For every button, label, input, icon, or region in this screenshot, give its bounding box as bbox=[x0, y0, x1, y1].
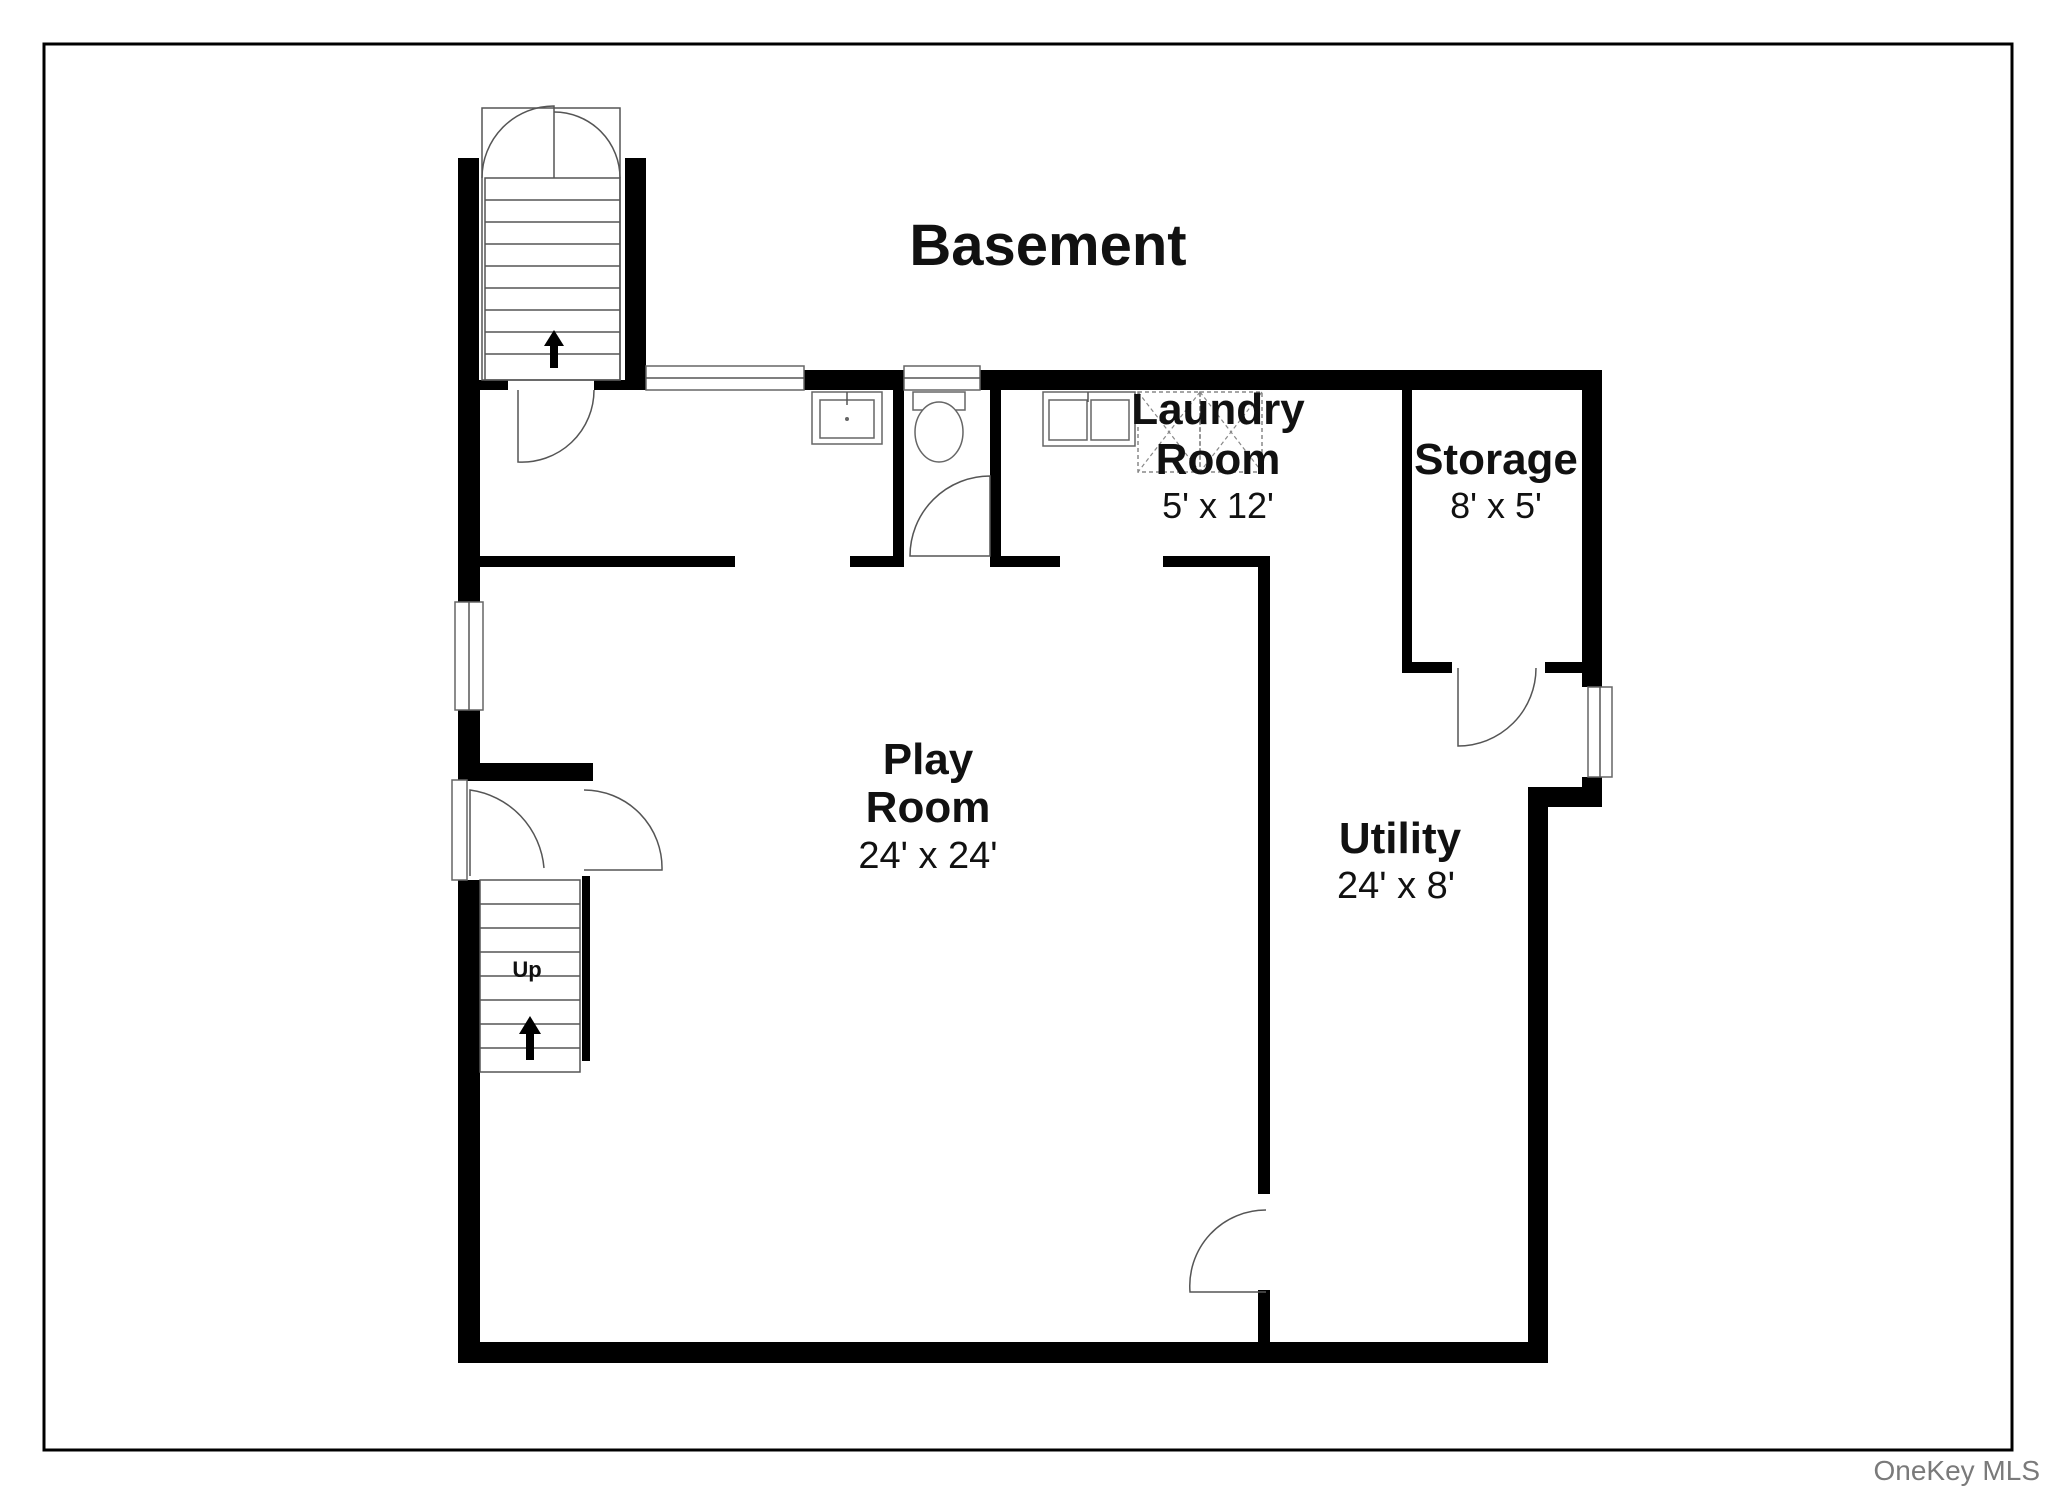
sink-icon bbox=[811, 391, 883, 445]
play-room-name-1: Play bbox=[883, 735, 974, 784]
arrow-up-icon bbox=[519, 1016, 541, 1060]
utility-dimensions: 24' x 8' bbox=[1337, 865, 1455, 907]
exterior-stairs bbox=[481, 105, 621, 381]
toilet-icon bbox=[912, 391, 966, 463]
washer-dryer-icon bbox=[1137, 391, 1263, 473]
storage-dimensions: 8' x 5' bbox=[1450, 485, 1542, 526]
interior-stairs: Up bbox=[479, 879, 581, 1073]
room-label-play-room: Play Room 24' x 24' bbox=[858, 735, 997, 877]
window-right bbox=[1587, 686, 1613, 778]
laundry-dimensions: 5' x 12' bbox=[1162, 485, 1274, 526]
laundry-name-1: Laundry bbox=[1131, 385, 1305, 434]
floor-title: Basement bbox=[909, 213, 1186, 278]
play-room-name-2: Room bbox=[866, 783, 991, 832]
room-label-laundry: Laundry Room 5' x 12' bbox=[1131, 385, 1305, 526]
stair-door bbox=[451, 779, 663, 881]
storage-door bbox=[1457, 667, 1537, 747]
storage-name: Storage bbox=[1414, 435, 1578, 484]
walls bbox=[458, 158, 1602, 1363]
arrow-up-icon bbox=[544, 330, 564, 368]
window-hall bbox=[645, 365, 805, 391]
window-bath bbox=[903, 365, 981, 391]
utility-name: Utility bbox=[1339, 814, 1462, 863]
room-label-storage: Storage 8' x 5' bbox=[1414, 435, 1578, 526]
laundry-sink-icon bbox=[1042, 391, 1136, 447]
room-label-utility: Utility 24' x 8' bbox=[1337, 814, 1462, 907]
hall-door bbox=[517, 389, 595, 463]
play-room-dimensions: 24' x 24' bbox=[858, 835, 997, 877]
bath-door bbox=[909, 475, 991, 557]
utility-door bbox=[1189, 1209, 1267, 1293]
stairs-up-label: Up bbox=[512, 957, 541, 982]
window-left bbox=[454, 601, 484, 711]
outer-frame bbox=[42, 42, 2014, 1452]
watermark: OneKey MLS bbox=[1873, 1455, 2040, 1486]
laundry-name-2: Room bbox=[1156, 435, 1281, 484]
